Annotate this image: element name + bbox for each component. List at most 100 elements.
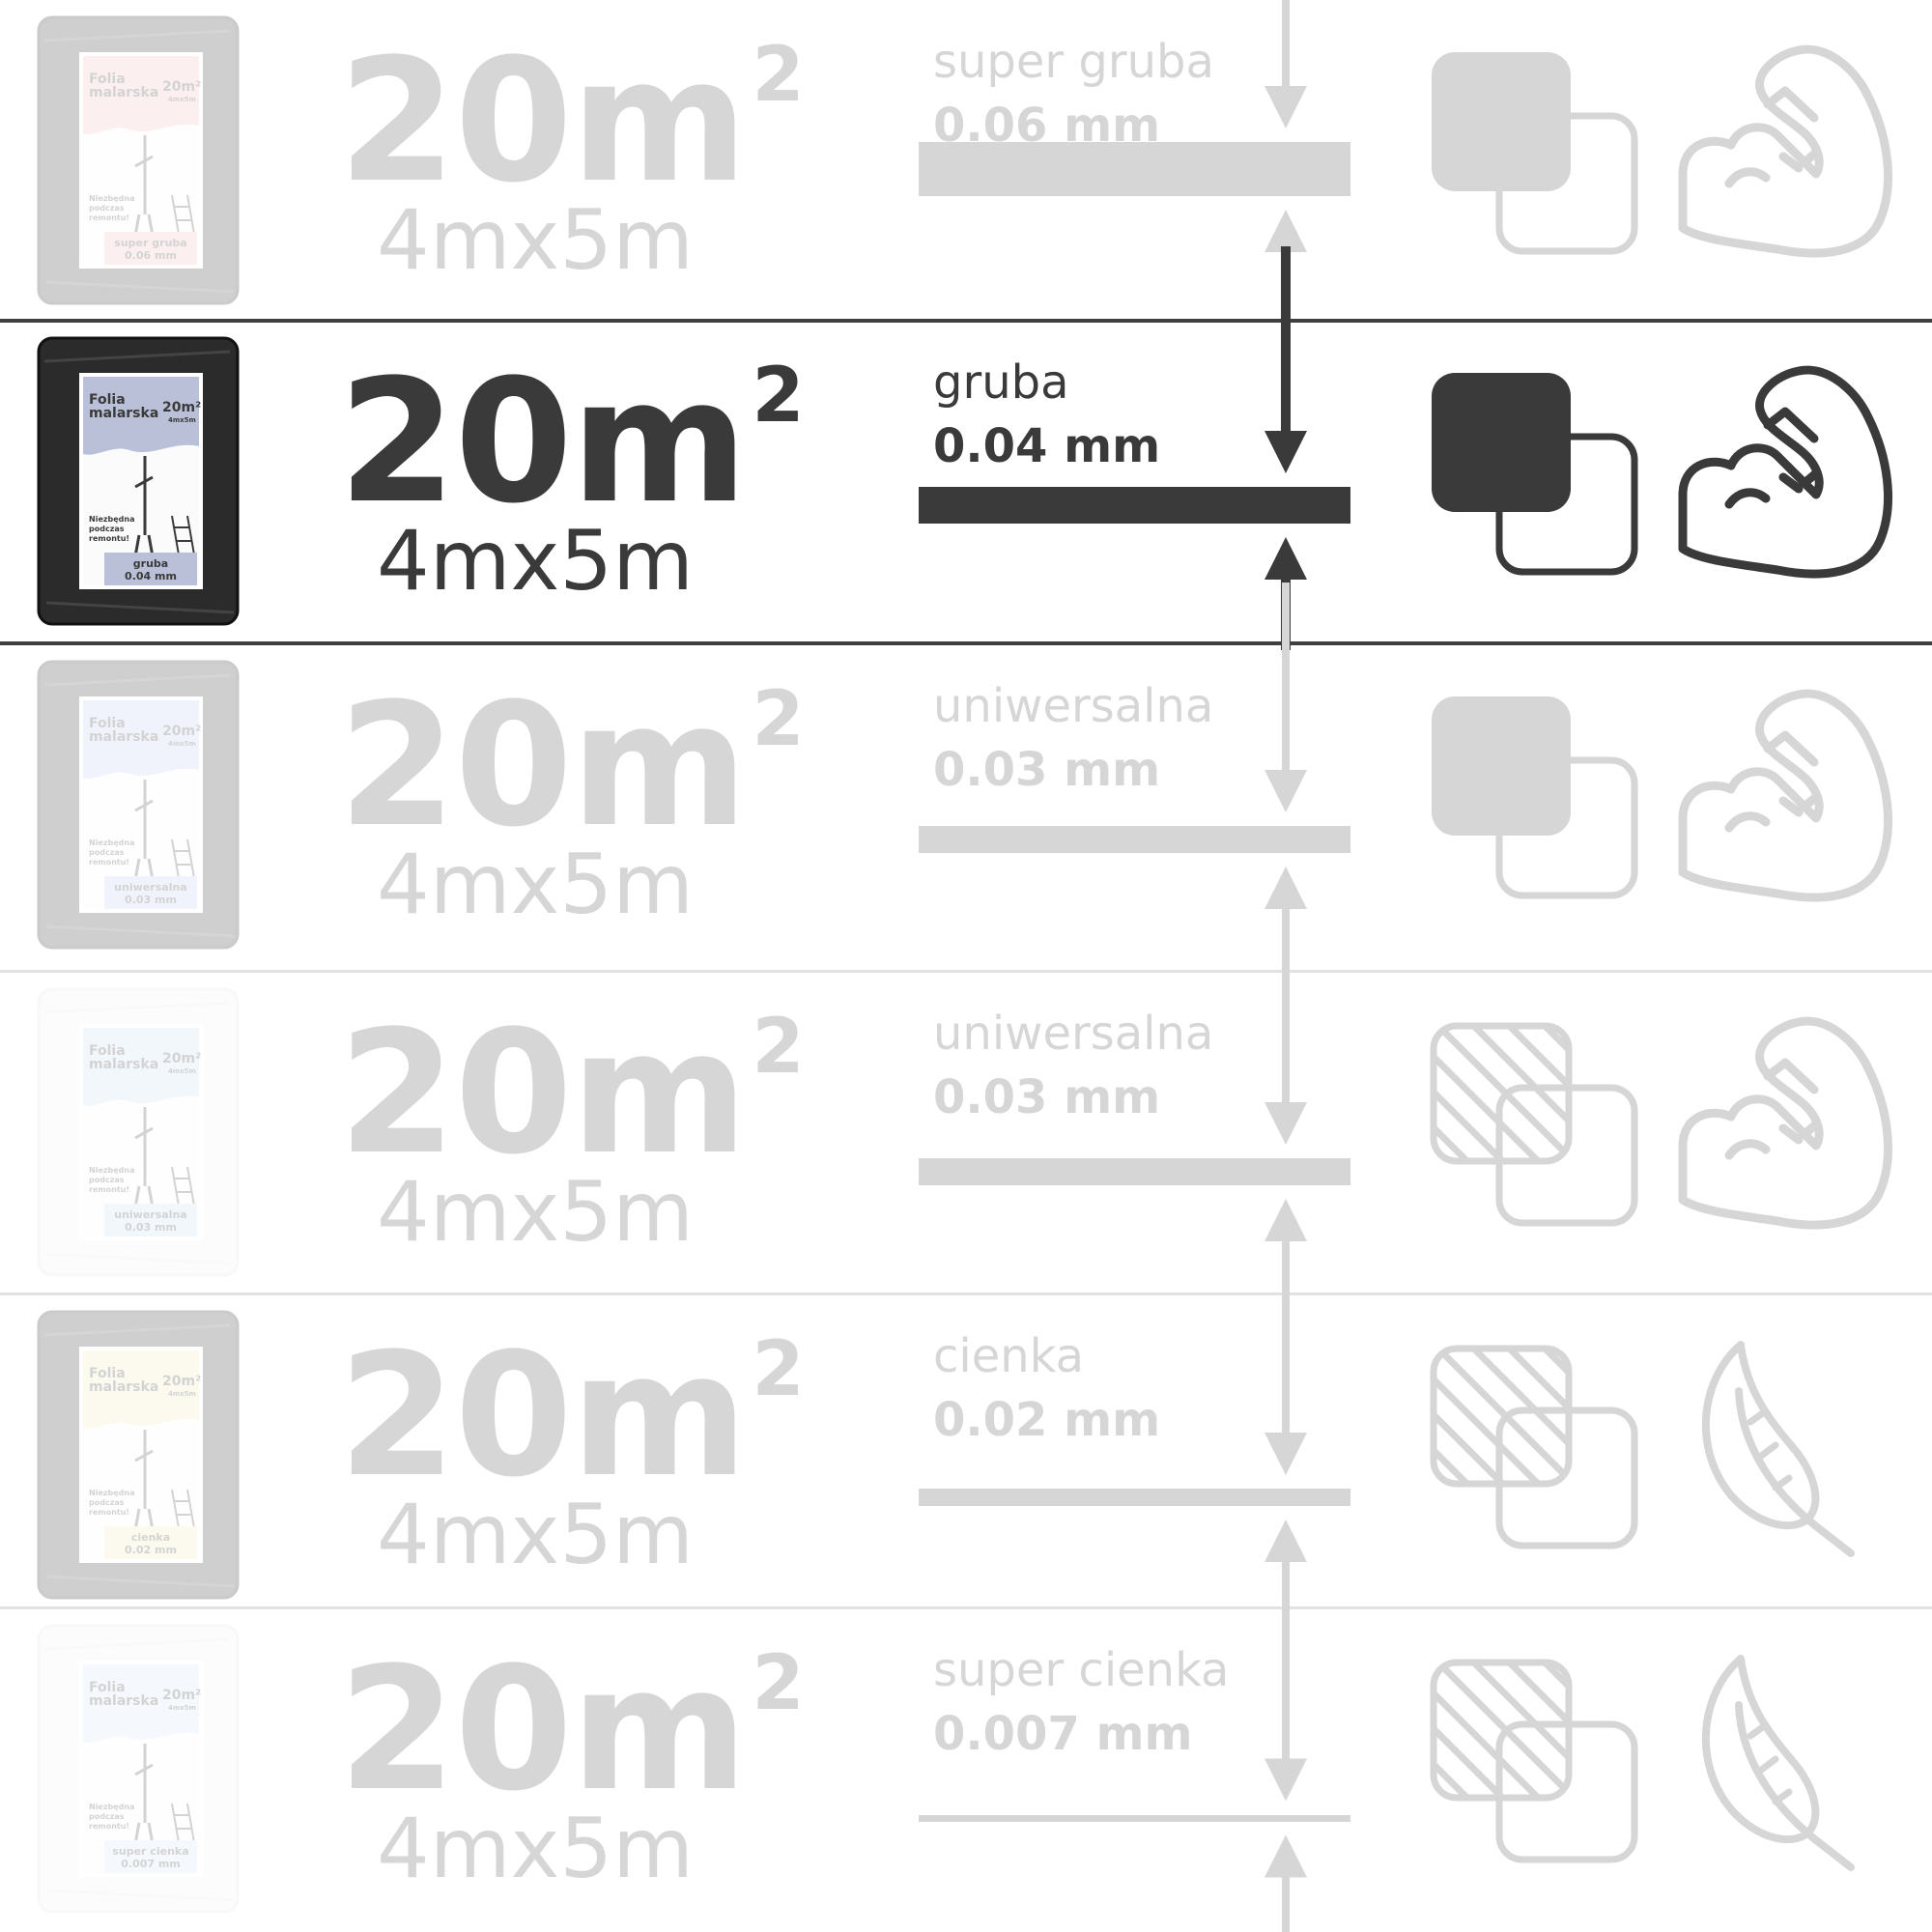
svg-text:podczas: podczas bbox=[89, 525, 125, 533]
hatched-square-icon bbox=[1430, 1659, 1638, 1863]
film-type-label: super gruba bbox=[933, 35, 1214, 89]
strength-icon bbox=[1671, 1333, 1903, 1565]
solid-square-icon bbox=[1432, 373, 1638, 576]
svg-text:20m²: 20m² bbox=[162, 400, 201, 415]
dimensions: 4mx5m bbox=[377, 513, 694, 610]
strength-icon bbox=[1671, 683, 1903, 915]
area-value: 20m2 bbox=[338, 681, 805, 851]
area-exponent: 2 bbox=[752, 1640, 804, 1727]
svg-text:0.02 mm: 0.02 mm bbox=[125, 1544, 177, 1556]
svg-text:20m²: 20m² bbox=[162, 79, 201, 95]
area-value: 20m2 bbox=[338, 357, 805, 527]
thickness-bar bbox=[919, 1489, 1350, 1506]
svg-text:Niezbędna: Niezbędna bbox=[89, 1489, 135, 1497]
flexed-arm-icon bbox=[1678, 1016, 1892, 1230]
thickness-bar bbox=[919, 487, 1350, 524]
area-number: 20m bbox=[338, 994, 748, 1192]
film-type-label: uniwersalna bbox=[933, 1007, 1214, 1061]
area-value: 20m2 bbox=[338, 1331, 805, 1501]
svg-text:Niezbędna: Niezbędna bbox=[89, 194, 135, 203]
flexed-arm-icon bbox=[1678, 689, 1892, 902]
svg-text:malarska: malarska bbox=[89, 1379, 158, 1395]
strength-icon bbox=[1671, 39, 1903, 270]
feather-icon bbox=[1701, 1655, 1855, 1871]
svg-text:20m²: 20m² bbox=[162, 1374, 201, 1389]
svg-text:Niezbędna: Niezbędna bbox=[89, 1166, 135, 1175]
thickness-bar bbox=[919, 1814, 1350, 1822]
layer-icon bbox=[1428, 1020, 1640, 1233]
solid-square-icon bbox=[1432, 696, 1638, 899]
svg-text:0.04 mm: 0.04 mm bbox=[125, 570, 177, 582]
film-thickness: 0.03 mm bbox=[933, 1070, 1161, 1124]
svg-text:malarska: malarska bbox=[89, 1693, 158, 1709]
area-number: 20m bbox=[338, 667, 748, 865]
film-thickness: 0.04 mm bbox=[933, 419, 1161, 473]
svg-text:podczas: podczas bbox=[89, 204, 125, 213]
area-exponent: 2 bbox=[752, 1004, 804, 1091]
svg-text:remontu!: remontu! bbox=[89, 1822, 129, 1831]
film-type-label: gruba bbox=[933, 355, 1069, 410]
area-number: 20m bbox=[338, 1317, 748, 1515]
svg-text:Niezbędna: Niezbędna bbox=[89, 1803, 135, 1811]
film-thickness: 0.007 mm bbox=[933, 1707, 1193, 1761]
svg-text:Folia: Folia bbox=[89, 71, 126, 87]
film-thickness: 0.03 mm bbox=[933, 743, 1161, 797]
svg-text:uniwersalna: uniwersalna bbox=[114, 1208, 186, 1221]
area-exponent: 2 bbox=[752, 353, 804, 440]
dimensions: 4mx5m bbox=[377, 192, 694, 289]
svg-text:podczas: podczas bbox=[89, 1812, 125, 1821]
dimensions: 4mx5m bbox=[377, 1801, 694, 1897]
dimensions: 4mx5m bbox=[377, 837, 694, 933]
svg-text:Folia: Folia bbox=[89, 392, 126, 408]
svg-text:0.007 mm: 0.007 mm bbox=[121, 1858, 181, 1870]
svg-text:4mx5m: 4mx5m bbox=[168, 96, 196, 103]
thickness-bar bbox=[919, 826, 1350, 853]
svg-text:4mx5m: 4mx5m bbox=[168, 1704, 196, 1712]
strength-icon bbox=[1671, 359, 1903, 591]
svg-text:super cienka: super cienka bbox=[112, 1845, 188, 1858]
dimensions: 4mx5m bbox=[377, 1487, 694, 1583]
row-separator bbox=[0, 1606, 1932, 1609]
flexed-arm-icon bbox=[1678, 365, 1892, 579]
area-exponent: 2 bbox=[752, 32, 804, 119]
svg-text:0.03 mm: 0.03 mm bbox=[125, 894, 177, 906]
svg-text:uniwersalna: uniwersalna bbox=[114, 881, 186, 894]
svg-text:20m²: 20m² bbox=[162, 1051, 201, 1066]
area-value: 20m2 bbox=[338, 1645, 805, 1815]
svg-text:malarska: malarska bbox=[89, 1057, 158, 1072]
svg-text:malarska: malarska bbox=[89, 406, 158, 421]
layer-icon bbox=[1428, 1657, 1640, 1869]
feather-icon bbox=[1701, 1341, 1855, 1557]
dimensions: 4mx5m bbox=[377, 1164, 694, 1261]
layer-icon bbox=[1428, 693, 1640, 905]
film-type-label: cienka bbox=[933, 1329, 1085, 1383]
hatched-square-icon bbox=[1430, 1022, 1638, 1227]
svg-text:Folia: Folia bbox=[89, 1680, 126, 1695]
svg-text:Folia: Folia bbox=[89, 1366, 126, 1381]
svg-text:Niezbędna: Niezbędna bbox=[89, 838, 135, 847]
svg-text:0.03 mm: 0.03 mm bbox=[125, 1221, 177, 1234]
layer-icon bbox=[1428, 1343, 1640, 1555]
svg-text:remontu!: remontu! bbox=[89, 858, 129, 867]
strength-icon bbox=[1671, 1010, 1903, 1242]
svg-text:remontu!: remontu! bbox=[89, 213, 129, 222]
svg-text:4mx5m: 4mx5m bbox=[168, 1390, 196, 1398]
svg-text:podczas: podczas bbox=[89, 848, 125, 857]
row-separator bbox=[0, 641, 1932, 645]
